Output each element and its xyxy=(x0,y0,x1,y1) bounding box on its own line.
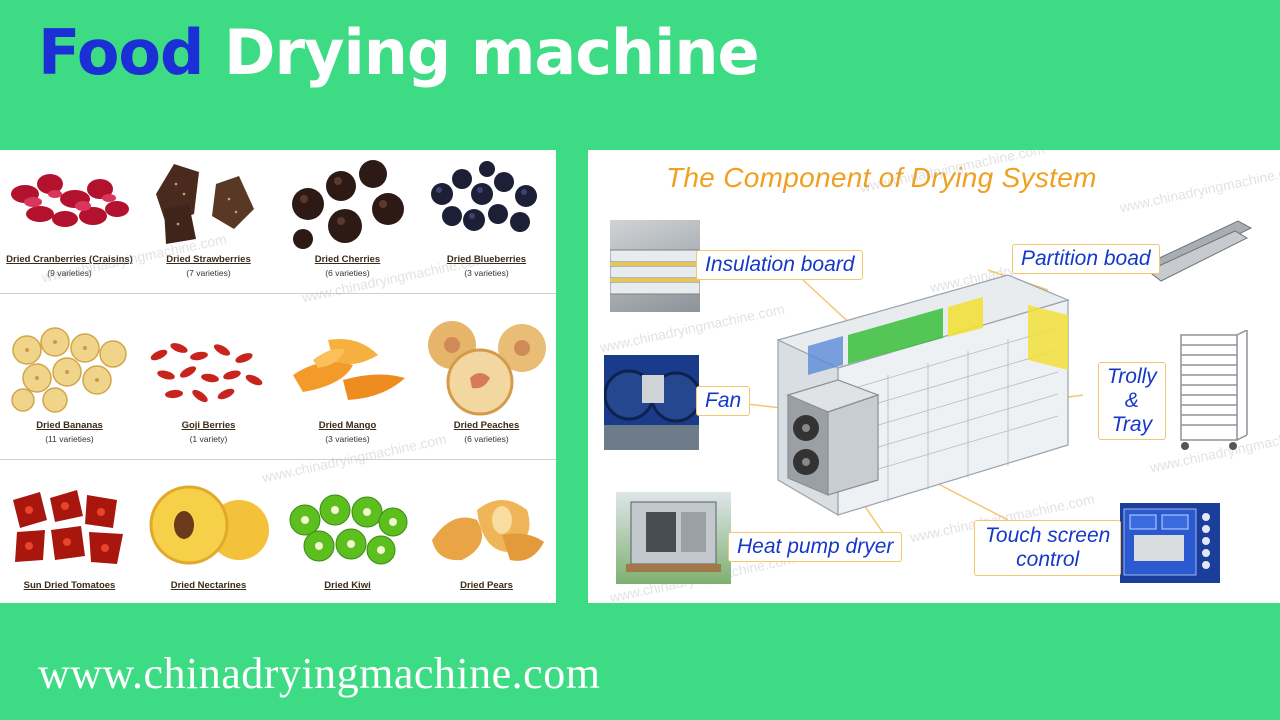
goji-berries-image xyxy=(150,343,263,403)
strawberries-image xyxy=(156,164,254,244)
product-name[interactable]: Dried Peaches xyxy=(453,420,520,431)
product-variety-count: (1 variety) xyxy=(189,434,228,444)
product-name[interactable]: Dried Mango xyxy=(318,420,377,431)
label-insulation-board: Insulation board xyxy=(696,250,864,281)
label-fan: Fan xyxy=(696,386,751,417)
product-name[interactable]: Dried Kiwi xyxy=(324,580,371,591)
mango-image xyxy=(293,339,405,400)
partition-board-photo xyxy=(1143,216,1253,291)
dried-food-grid: Dried Cranberries (Craisins) (9 varietie… xyxy=(0,150,556,603)
machine-diagram xyxy=(712,269,1084,541)
label-trolly-line2: & xyxy=(1124,389,1139,413)
product-dried-mango[interactable]: Dried Mango (3 varieties) xyxy=(278,316,417,467)
product-name[interactable]: Dried Blueberries xyxy=(446,254,527,265)
cherries-image xyxy=(292,160,404,249)
title-word-food: Food xyxy=(38,16,204,89)
heat-pump-photo xyxy=(616,492,731,584)
product-variety-count: (9 varieties) xyxy=(47,268,92,278)
insulation-board-photo xyxy=(610,220,700,312)
product-dried-cherries[interactable]: Dried Cherries (6 varieties) xyxy=(278,150,417,301)
product-dried-nectarines[interactable]: Dried Nectarines xyxy=(139,476,278,603)
label-touch-screen: Touch screen control xyxy=(974,520,1122,577)
product-name[interactable]: Dried Cranberries (Craisins) xyxy=(6,254,133,265)
product-variety-count: (6 varieties) xyxy=(325,268,370,278)
drying-system-components: The Component of Drying System www.china… xyxy=(588,150,1280,603)
title-word-drying-machine: Drying machine xyxy=(224,16,760,89)
label-heat-pump-dryer: Heat pump dryer xyxy=(728,532,903,563)
components-title: The Component of Drying System xyxy=(666,162,1097,193)
product-variety-count: (3 varieties) xyxy=(464,268,509,278)
product-name[interactable]: Dried Pears xyxy=(460,580,513,591)
label-partition-board: Partition boad xyxy=(1012,244,1160,275)
product-dried-bananas[interactable]: Dried Bananas (11 varieties) xyxy=(0,316,139,467)
trolly-icon xyxy=(1180,330,1248,450)
heat-pump-icon xyxy=(626,501,721,572)
label-trolly-line3: Tray xyxy=(1111,413,1153,437)
fan-icon xyxy=(604,369,699,450)
product-variety-count: (11 varieties) xyxy=(45,434,94,444)
partition-board-icon xyxy=(1147,220,1253,282)
trolly-tray-photo xyxy=(1173,330,1253,455)
product-variety-count: (6 varieties) xyxy=(464,434,509,444)
pears-image xyxy=(432,500,544,561)
product-dried-cranberries[interactable]: Dried Cranberries (Craisins) (9 varietie… xyxy=(0,150,139,301)
blueberries-image xyxy=(431,161,537,232)
product-sun-dried-tomatoes[interactable]: Sun Dried Tomatoes xyxy=(0,476,139,603)
row-divider xyxy=(0,293,556,294)
label-trolly-line1: Trolly xyxy=(1107,365,1157,388)
page-title: Food Drying machine xyxy=(38,22,760,84)
product-dried-pears[interactable]: Dried Pears xyxy=(417,476,556,603)
product-variety-count: (3 varieties) xyxy=(325,434,370,444)
product-name[interactable]: Goji Berries xyxy=(181,420,236,431)
product-name[interactable]: Dried Bananas xyxy=(36,420,103,431)
row-divider xyxy=(0,459,556,460)
label-touch-line1: Touch screen xyxy=(985,524,1111,547)
fan-photo xyxy=(604,355,699,450)
label-trolly-tray: Trolly & Tray xyxy=(1098,362,1166,441)
product-dried-peaches[interactable]: Dried Peaches (6 varieties) xyxy=(417,316,556,467)
peaches-image xyxy=(428,321,546,416)
product-name[interactable]: Dried Strawberries xyxy=(166,254,251,265)
product-dried-strawberries[interactable]: Dried Strawberries (7 varieties) xyxy=(139,150,278,301)
insulation-board-icon xyxy=(610,249,700,295)
product-name[interactable]: Dried Cherries xyxy=(314,254,381,265)
touch-screen-icon xyxy=(1123,508,1210,576)
tomatoes-image xyxy=(13,490,123,564)
cranberries-image xyxy=(11,174,129,227)
bananas-image xyxy=(11,327,127,413)
product-variety-count: (7 varieties) xyxy=(186,268,231,278)
touch-screen-photo xyxy=(1120,503,1220,583)
nectarines-image xyxy=(149,485,269,565)
product-name[interactable]: Sun Dried Tomatoes xyxy=(23,580,116,591)
product-name[interactable]: Dried Nectarines xyxy=(170,580,247,591)
kiwi-image xyxy=(289,494,408,565)
product-dried-kiwi[interactable]: Dried Kiwi xyxy=(278,476,417,603)
product-dried-blueberries[interactable]: Dried Blueberries (3 varieties) xyxy=(417,150,556,301)
label-touch-line2: control xyxy=(1016,548,1080,572)
site-url[interactable]: www.chinadryingmachine.com xyxy=(38,649,601,698)
product-goji-berries[interactable]: Goji Berries (1 variety) xyxy=(139,316,278,467)
